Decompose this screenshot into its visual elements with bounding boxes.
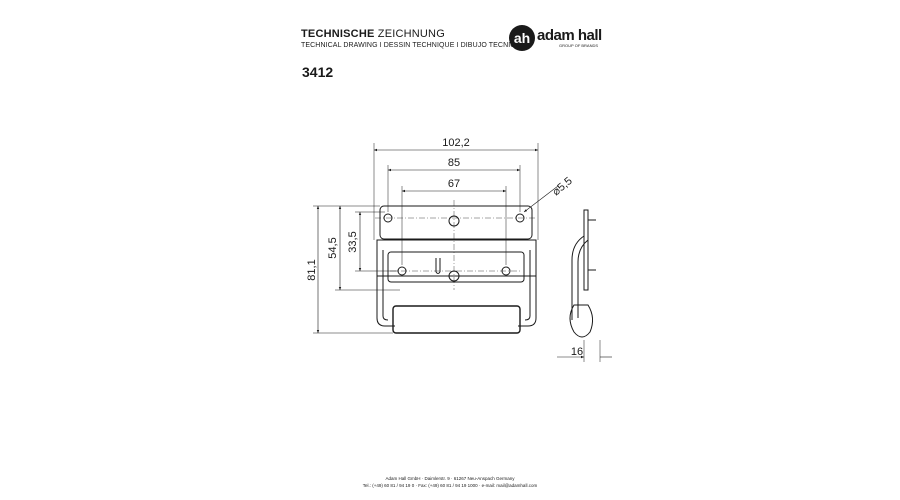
bail-right-inner [524,250,531,321]
logo-mark-text: ah [514,30,530,46]
bail-left-inner [382,250,389,321]
document-title: TECHNISCHE ZEICHNUNG [301,28,445,40]
footer-contact: Tel.: (+49) 60 81 / 94 19 0 · Fax: (+49)… [362,483,538,488]
side-plate [583,209,589,291]
dim-height-holes: 33,5 [347,231,359,252]
dim-hole-spacing-outer: 85 [448,157,460,169]
title-rest: ZEICHNUNG [374,28,445,40]
document-subtitle: TECHNICAL DRAWING I DESSIN TECHNIQUE I D… [301,42,521,49]
mounting-plate [379,205,533,240]
dim-overall-width: 102,2 [442,137,470,149]
article-number: 3412 [302,64,334,80]
brand-logo: ah adam hall GROUP OF BRANDS [508,24,618,52]
side-view [569,209,596,338]
dim-hole-diameter: ⌀5,5 [550,175,575,198]
logo-mark-icon: ah [509,25,535,51]
dim-height-plate: 54,5 [327,237,339,258]
inner-plate [387,251,525,283]
logo-name: adam hall [537,27,602,44]
dim-depth: 16 [571,346,583,358]
logo-tagline: GROUP OF BRANDS [559,43,599,48]
title-bold: TECHNISCHE [301,28,375,40]
extension-lines [313,143,601,362]
dim-height-total: 81,1 [306,259,318,280]
footer-address: Adam Hall GmbH · Daimlerstr. 9 · 61267 N… [385,476,515,481]
slot [435,258,441,274]
handle-grip [392,305,521,334]
center-lines [375,200,535,290]
front-view [376,205,537,334]
bracket-plate [376,239,537,277]
bail-right [518,245,537,327]
side-bail-outer [571,235,585,320]
bail-left [376,245,395,327]
dim-hole-spacing-inner: 67 [448,178,460,190]
dimension-lines [316,148,612,359]
side-grip [569,304,594,338]
side-bail-inner [577,239,589,318]
